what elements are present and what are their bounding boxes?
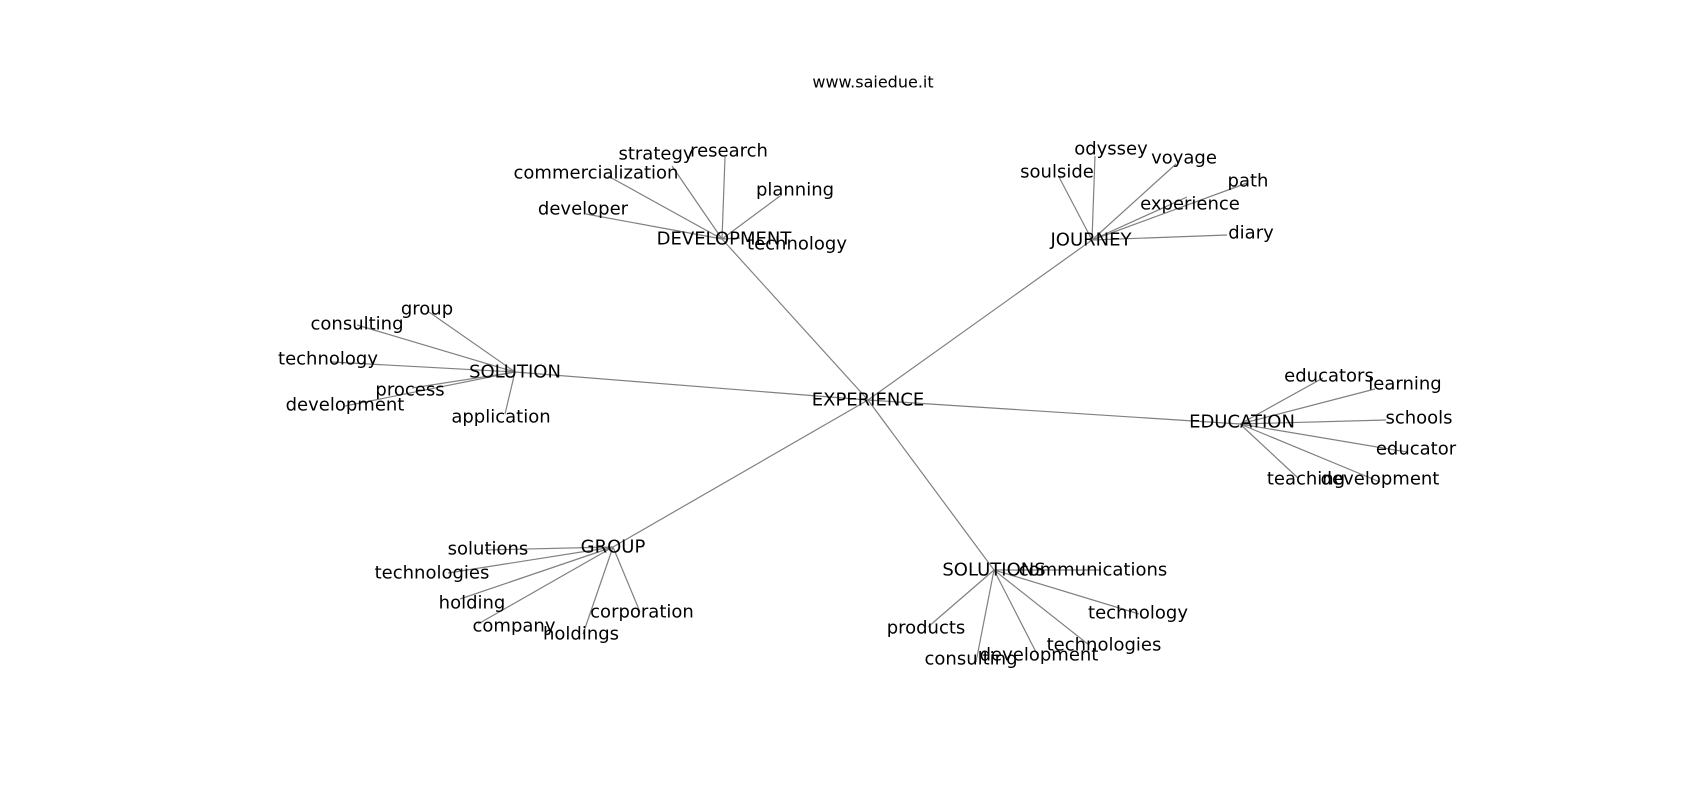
edge-development-strategy bbox=[671, 165, 723, 240]
leaf-node-solutions-technologies: technologies bbox=[1047, 635, 1162, 656]
edge-journey-voyage bbox=[1091, 163, 1177, 241]
edge-development-planning bbox=[721, 195, 781, 240]
edge-group-corporation bbox=[612, 546, 641, 613]
edge-group-holding bbox=[459, 546, 614, 600]
edge-journey-odyssey bbox=[1091, 155, 1096, 241]
edge-center-solution bbox=[514, 371, 869, 401]
leaf-node-solution-development: development bbox=[286, 395, 405, 416]
leaf-node-group-corporation: corporation bbox=[590, 602, 694, 623]
leaf-node-education-teaching: teaching bbox=[1267, 469, 1345, 490]
leaf-node-journey-diary: diary bbox=[1228, 223, 1274, 244]
leaf-node-education-learning: learning bbox=[1368, 374, 1441, 395]
edge-solutions-technologies bbox=[993, 569, 1090, 646]
leaf-node-solutions-development: development bbox=[980, 645, 1099, 666]
edge-solution-group bbox=[428, 311, 516, 373]
edge-education-learning bbox=[1239, 388, 1376, 425]
hub-node-development: DEVELOPMENT bbox=[657, 229, 793, 250]
edge-education-educators bbox=[1239, 377, 1324, 425]
edge-center-education bbox=[867, 399, 1241, 425]
leaf-node-education-educators: educators bbox=[1284, 366, 1374, 387]
edge-center-solutions bbox=[867, 399, 995, 571]
hub-node-journey: JOURNEY bbox=[1050, 230, 1133, 251]
edge-journey-soulside bbox=[1058, 176, 1093, 241]
leaf-node-solution-application: application bbox=[451, 407, 550, 428]
leaf-node-solutions-communications: communications bbox=[1019, 560, 1168, 581]
edge-group-holdings bbox=[582, 546, 614, 635]
leaf-node-journey-voyage: voyage bbox=[1151, 148, 1217, 169]
edge-education-schools bbox=[1239, 419, 1387, 425]
leaf-node-development-technology: technology bbox=[747, 234, 847, 255]
edge-solution-technology bbox=[331, 361, 516, 373]
leaf-node-solution-consulting: consulting bbox=[311, 314, 404, 335]
edge-development-technology bbox=[721, 237, 741, 240]
leaf-node-solution-process: process bbox=[375, 380, 444, 401]
edge-journey-experience bbox=[1091, 196, 1188, 241]
edge-group-solutions bbox=[484, 546, 614, 551]
edge-solutions-products bbox=[927, 569, 995, 628]
leaf-node-journey-odyssey: odyssey bbox=[1074, 139, 1148, 160]
leaf-node-development-commercialization: commercialization bbox=[514, 163, 679, 184]
edge-solution-development bbox=[344, 371, 516, 407]
edge-center-development bbox=[721, 238, 869, 401]
leaf-node-solutions-products: products bbox=[887, 618, 966, 639]
leaf-node-solution-technology: technology bbox=[278, 349, 378, 370]
edge-solutions-technology bbox=[993, 569, 1140, 615]
hub-node-education: EDUCATION bbox=[1189, 412, 1295, 433]
leaf-node-development-research: research bbox=[690, 141, 768, 162]
edge-education-development bbox=[1239, 423, 1381, 483]
leaf-node-group-holding: holding bbox=[439, 593, 506, 614]
edges-layer bbox=[331, 155, 1408, 663]
leaf-node-group-solutions: solutions bbox=[448, 539, 529, 560]
edge-development-commercialization bbox=[607, 175, 723, 240]
center-node-experience: EXPERIENCE bbox=[812, 390, 925, 411]
leaf-node-solutions-technology: technology bbox=[1088, 603, 1188, 624]
edge-education-teaching bbox=[1239, 423, 1299, 479]
edge-center-group bbox=[612, 399, 869, 548]
edge-center-journey bbox=[867, 239, 1093, 401]
edge-group-company bbox=[477, 546, 614, 625]
leaf-node-journey-soulside: soulside bbox=[1020, 162, 1094, 183]
leaf-node-solutions-consulting: consulting bbox=[925, 649, 1018, 670]
edge-solutions-development bbox=[993, 569, 1039, 657]
leaf-node-journey-experience: experience bbox=[1140, 194, 1240, 215]
edge-development-developer bbox=[585, 213, 723, 240]
edge-solutions-consulting bbox=[975, 569, 995, 663]
leaf-node-development-developer: developer bbox=[538, 199, 629, 220]
leaf-node-solution-group: group bbox=[401, 299, 453, 320]
edge-group-technologies bbox=[447, 546, 614, 574]
leaf-node-education-schools: schools bbox=[1385, 408, 1452, 429]
leaf-node-development-planning: planning bbox=[756, 180, 834, 201]
edge-solution-application bbox=[504, 371, 516, 415]
edge-education-educator bbox=[1239, 423, 1408, 453]
edge-journey-path bbox=[1091, 182, 1248, 241]
edge-development-research bbox=[721, 156, 726, 240]
leaf-node-group-company: company bbox=[473, 616, 556, 637]
edge-solution-consulting bbox=[356, 324, 516, 373]
leaf-node-development-strategy: strategy bbox=[618, 144, 693, 165]
edge-journey-diary bbox=[1091, 234, 1228, 241]
leaf-node-education-development: development bbox=[1321, 469, 1440, 490]
edge-solution-process bbox=[411, 371, 516, 389]
site-title: www.saiedue.it bbox=[812, 73, 933, 92]
hub-node-solutions: SOLUTIONS bbox=[942, 560, 1045, 581]
leaf-node-group-technologies: technologies bbox=[375, 563, 490, 584]
leaf-node-education-educator: educator bbox=[1376, 439, 1457, 460]
hub-node-group: GROUP bbox=[581, 537, 646, 558]
hub-node-solution: SOLUTION bbox=[469, 362, 561, 383]
leaf-node-journey-path: path bbox=[1228, 171, 1269, 192]
leaf-node-group-holdings: holdings bbox=[543, 624, 619, 645]
